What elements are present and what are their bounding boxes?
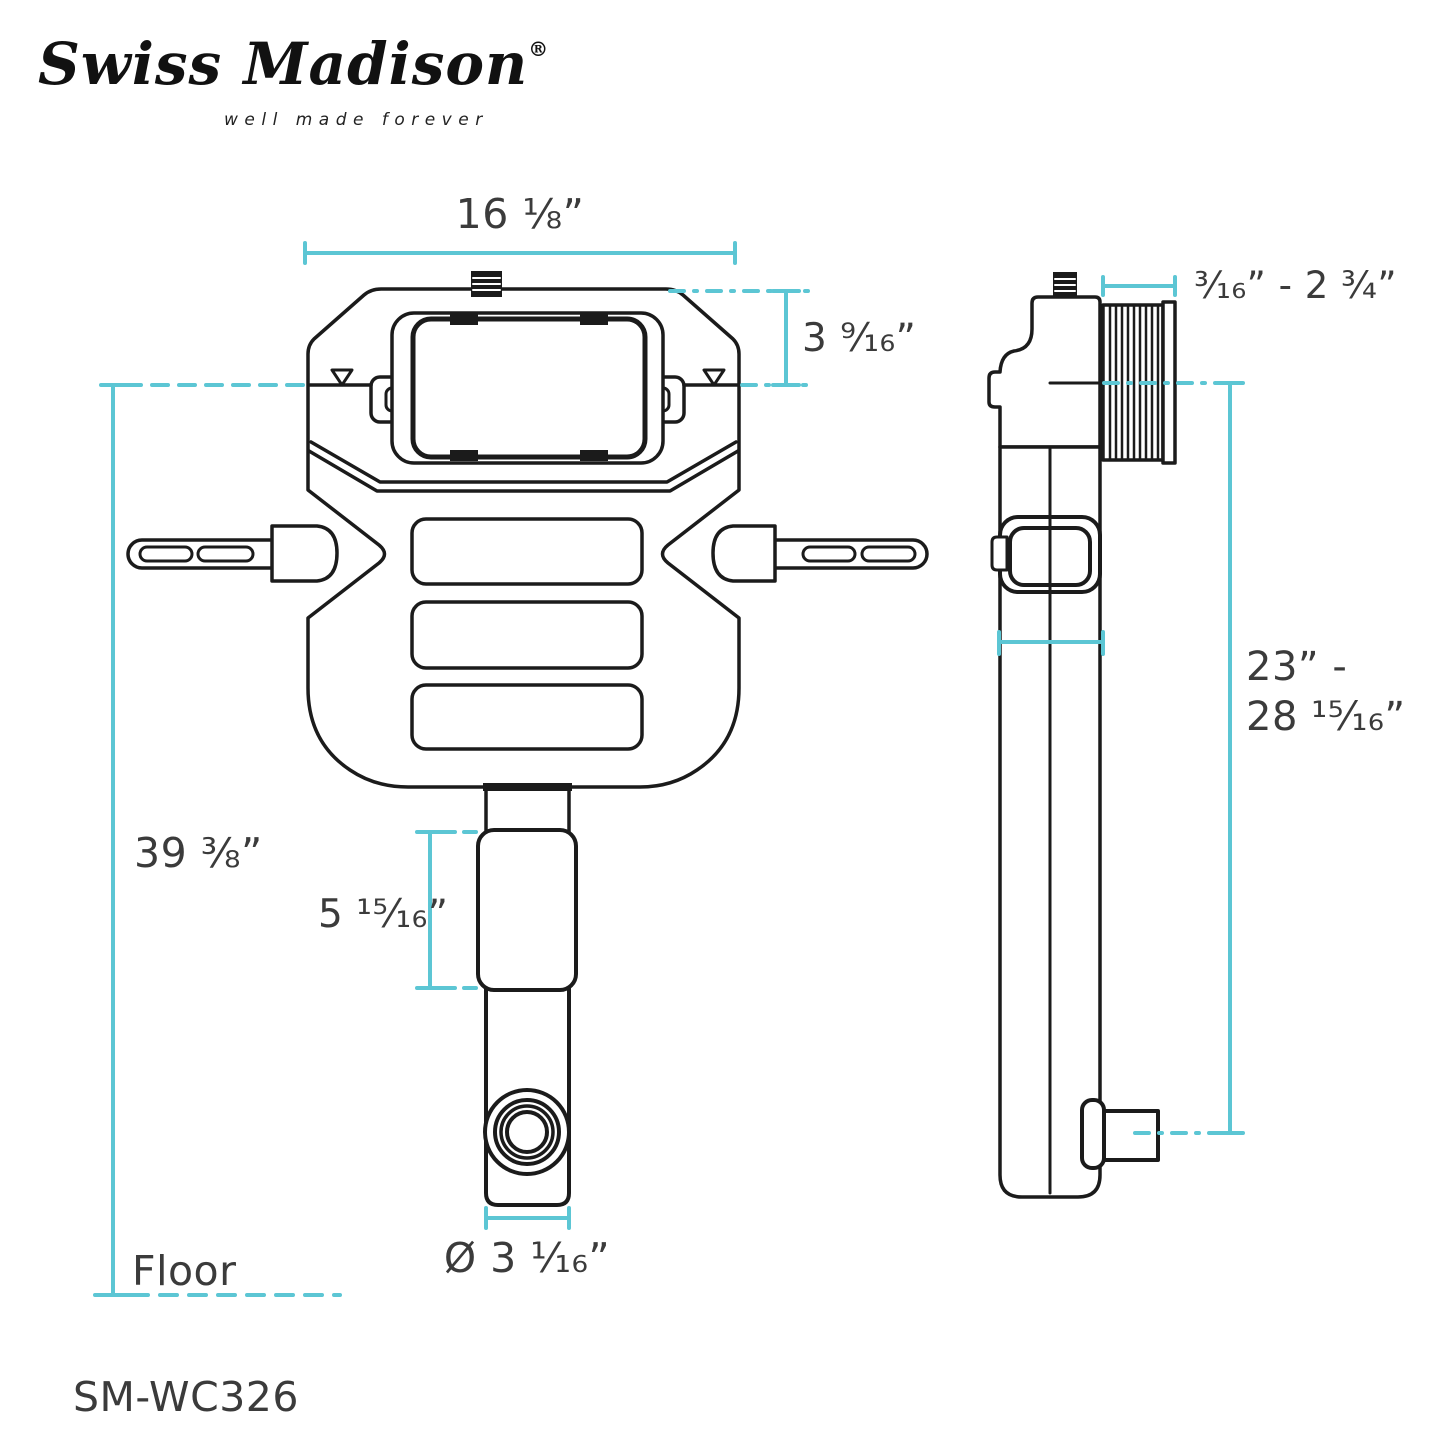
access-panel-outer-frame [390, 311, 665, 465]
dim-height-range-label-line1: 23” - [1246, 644, 1348, 690]
side-body-upper [987, 295, 1102, 449]
side-panel-tab [990, 535, 1009, 572]
dim-outlet-diameter-line [484, 1206, 571, 1230]
dim-waterline-offset-line [668, 289, 814, 387]
access-panel-tabs [450, 314, 608, 461]
model-number: SM-WC326 [73, 1373, 299, 1421]
registered-trademark: ® [528, 37, 549, 61]
water-level-marker-right [702, 368, 726, 387]
tank-top-cap [471, 271, 502, 297]
side-access-panel [990, 515, 1102, 594]
bracket-slot [860, 545, 917, 563]
side-view-drawing [987, 272, 1177, 1199]
dim-height-label: 39 ⅜” [134, 829, 263, 877]
pipe-middle-section [476, 828, 578, 992]
pipe-top-gasket [483, 783, 572, 791]
dim-pipe-section-label: 5 ¹⁵⁄₁₆” [318, 892, 449, 937]
dim-pipe-section-line [415, 830, 482, 990]
dim-height-range-line [1215, 381, 1245, 1135]
tank-front-panels [410, 517, 644, 751]
side-view-dimension-lines [997, 275, 1245, 1135]
tank-seam-line-2 [307, 449, 740, 493]
bracket-block-right [711, 524, 777, 583]
dim-outlet-diameter-label: Ø 3 ¹⁄₁₆” [443, 1234, 611, 1282]
bracket-slot [196, 545, 255, 563]
dim-height-range-label-line2: 28 ¹⁵⁄₁₆” [1246, 694, 1406, 740]
bracket-slot [801, 545, 857, 563]
bracket-block-left [270, 524, 339, 583]
side-outlet-stub [1080, 1098, 1160, 1170]
mounting-bracket-right [711, 524, 929, 583]
dim-height-line [93, 383, 305, 1297]
outlet-pipe-front [476, 783, 578, 1207]
bracket-slot [138, 545, 194, 563]
dim-top-width-label: 16 ⅛” [455, 190, 585, 238]
outlet-opening [483, 1088, 571, 1176]
brand-name: Swiss Madison [38, 30, 529, 98]
access-panel-inner-frame [410, 316, 648, 460]
dim-waterline-offset-label: 3 ⁹⁄₁₆” [802, 316, 917, 361]
front-view-drawing [126, 271, 929, 1207]
side-top-cap [1053, 272, 1077, 298]
dim-inlet-projection-line [1101, 275, 1177, 297]
dim-inlet-projection-label: ³⁄₁₆” - 2 ¾” [1194, 264, 1398, 307]
front-view-dimension-lines [93, 241, 814, 1297]
dim-body-depth-line [997, 630, 1105, 656]
pipe-upper-section [484, 787, 571, 834]
water-level-marker-left [330, 368, 354, 387]
floor-label: Floor [132, 1247, 237, 1295]
mounting-bracket-left [126, 524, 339, 583]
water-level-line [308, 368, 740, 387]
brand-tagline: well made forever [224, 110, 489, 130]
tank-seam-line [309, 440, 738, 484]
brand-logo: Swiss Madison® [38, 30, 548, 98]
dim-top-width-line [303, 241, 737, 265]
